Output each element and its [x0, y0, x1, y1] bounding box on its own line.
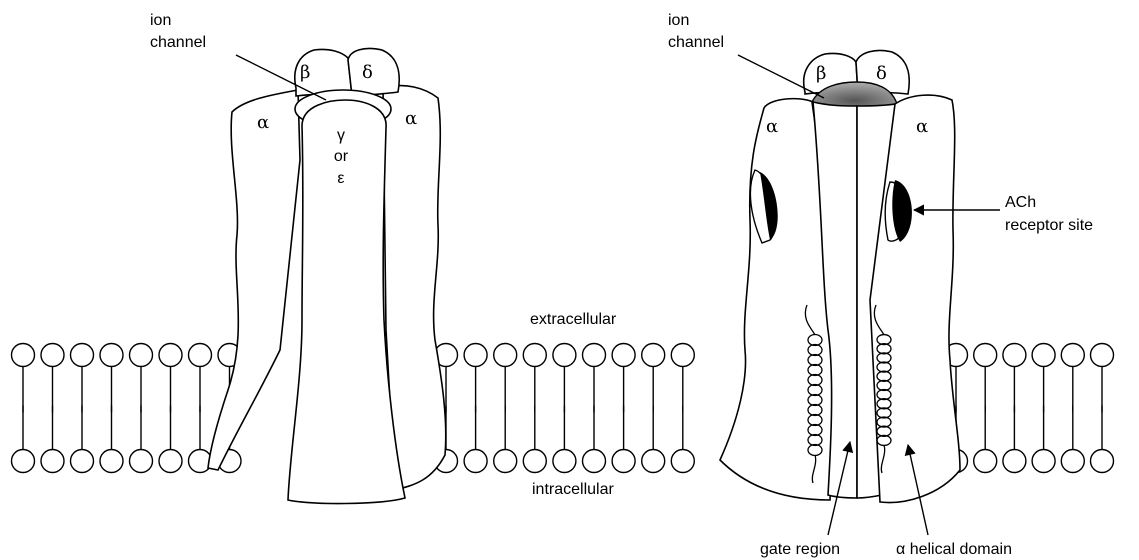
- left-alpha-left-subunit: [208, 90, 300, 470]
- lipid-head: [1003, 344, 1026, 367]
- helical-domain-label: α helical domain: [896, 541, 1012, 558]
- lipid-head: [1091, 450, 1114, 473]
- phospholipid: [464, 344, 487, 473]
- lipid-head: [523, 344, 546, 367]
- lipid-head: [1032, 450, 1055, 473]
- lipid-head: [12, 344, 35, 367]
- phospholipid: [642, 344, 665, 473]
- phospholipid: [159, 344, 182, 473]
- phospholipid: [12, 344, 35, 473]
- extracellular-label: extracellular: [530, 311, 617, 328]
- lipid-head: [671, 344, 694, 367]
- lipid-head: [1091, 344, 1114, 367]
- ach-label-line1: ACh: [1005, 194, 1036, 211]
- right-receptor: ion channel β δ α α ACh receptor site ga…: [668, 12, 1093, 558]
- lipid-head: [464, 450, 487, 473]
- left-alpha-left-label: α: [257, 112, 269, 133]
- phospholipid: [1061, 344, 1084, 473]
- phospholipid: [189, 344, 212, 473]
- phospholipid: [494, 344, 517, 473]
- left-gamma-label: γ: [337, 127, 345, 144]
- phospholipid: [130, 344, 153, 473]
- intracellular-label: intracellular: [532, 481, 614, 498]
- lipid-head: [671, 450, 694, 473]
- lipid-head: [583, 344, 606, 367]
- lipid-head: [189, 344, 212, 367]
- gate-region-label: gate region: [760, 541, 840, 558]
- lipid-head: [41, 450, 64, 473]
- phospholipid: [553, 344, 576, 473]
- right-delta-label: δ: [876, 63, 887, 84]
- right-alpha-right-label: α: [916, 116, 928, 137]
- left-ion-channel-label-line2: channel: [150, 34, 206, 51]
- left-or-label: or: [334, 148, 349, 165]
- lipid-head: [974, 450, 997, 473]
- lipid-head: [1003, 450, 1026, 473]
- right-ion-channel-label-line2: channel: [668, 34, 724, 51]
- ach-label-line2: receptor site: [1005, 217, 1093, 234]
- phospholipid: [612, 344, 635, 473]
- lipid-head: [189, 450, 212, 473]
- phospholipid: [71, 344, 94, 473]
- right-ion-channel-label-line1: ion: [668, 12, 689, 29]
- lipid-head: [159, 450, 182, 473]
- lipid-head: [41, 344, 64, 367]
- left-ion-channel-label-line1: ion: [150, 12, 171, 29]
- left-receptor: ion channel β δ α α γ or ε: [150, 12, 446, 504]
- lipid-head: [1061, 344, 1084, 367]
- left-delta-label: δ: [362, 62, 373, 83]
- left-epsilon-label: ε: [337, 170, 344, 187]
- left-beta-label: β: [300, 62, 310, 83]
- right-beta-label: β: [816, 63, 826, 84]
- phospholipid: [41, 344, 64, 473]
- left-alpha-right-label: α: [405, 108, 417, 129]
- left-delta-subunit: [348, 48, 399, 96]
- phospholipid: [974, 344, 997, 473]
- lipid-head: [1061, 450, 1084, 473]
- lipid-head: [642, 450, 665, 473]
- lipid-head: [130, 344, 153, 367]
- lipid-head: [642, 344, 665, 367]
- lipid-head: [494, 450, 517, 473]
- lipid-head: [71, 450, 94, 473]
- lipid-head: [464, 344, 487, 367]
- lipid-head: [71, 344, 94, 367]
- lipid-head: [100, 344, 123, 367]
- phospholipid: [583, 344, 606, 473]
- lipid-head: [159, 344, 182, 367]
- lipid-head: [974, 344, 997, 367]
- phospholipid: [100, 344, 123, 473]
- lipid-head: [612, 450, 635, 473]
- lipid-head: [583, 450, 606, 473]
- lipid-head: [553, 344, 576, 367]
- right-alpha-left-label: α: [766, 116, 778, 137]
- lipid-head: [12, 450, 35, 473]
- lipid-head: [523, 450, 546, 473]
- lipid-head: [494, 344, 517, 367]
- lipid-head: [553, 450, 576, 473]
- phospholipid: [523, 344, 546, 473]
- phospholipid: [1091, 344, 1114, 473]
- phospholipid: [1032, 344, 1055, 473]
- lipid-head: [130, 450, 153, 473]
- phospholipid: [671, 344, 694, 473]
- lipid-head: [612, 344, 635, 367]
- phospholipid: [1003, 344, 1026, 473]
- lipid-head: [1032, 344, 1055, 367]
- lipid-head: [100, 450, 123, 473]
